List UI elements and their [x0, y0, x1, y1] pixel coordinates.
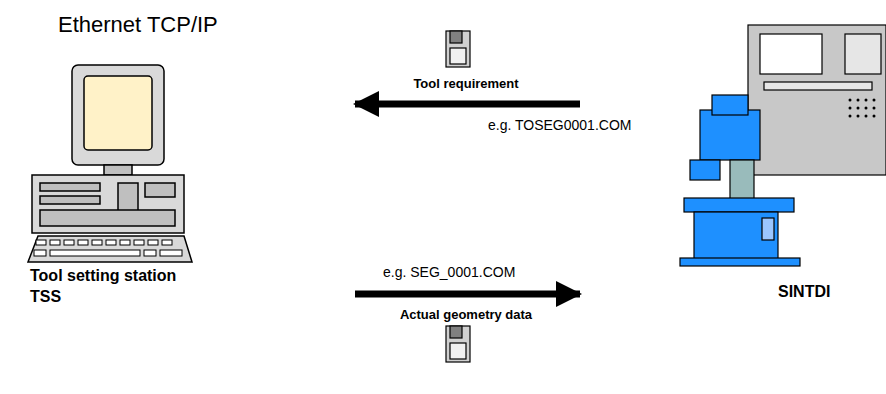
data-flow-arrow: [355, 291, 580, 298]
flow-label: Actual geometry data: [398, 307, 534, 322]
machine-icon: [680, 25, 886, 266]
floppy-icon: [446, 326, 470, 362]
station-label: Tool setting station TSS: [30, 266, 205, 308]
file-name-label: e.g. SEG_0001.COM: [383, 264, 515, 280]
flow-label: Tool requirement: [411, 76, 520, 91]
floppy-icon: [446, 31, 470, 67]
machine-station: SINTDI: [580, 20, 886, 320]
station-label: SINTDI: [778, 282, 878, 303]
file-name-label: e.g. TOSEG0001.COM: [488, 117, 631, 133]
computer-icon: [28, 65, 192, 262]
tool-setting-station: Tool setting station TSS: [20, 55, 355, 330]
data-flow-arrow: [355, 101, 580, 108]
diagram-title: Ethernet TCP/IP: [58, 12, 218, 38]
